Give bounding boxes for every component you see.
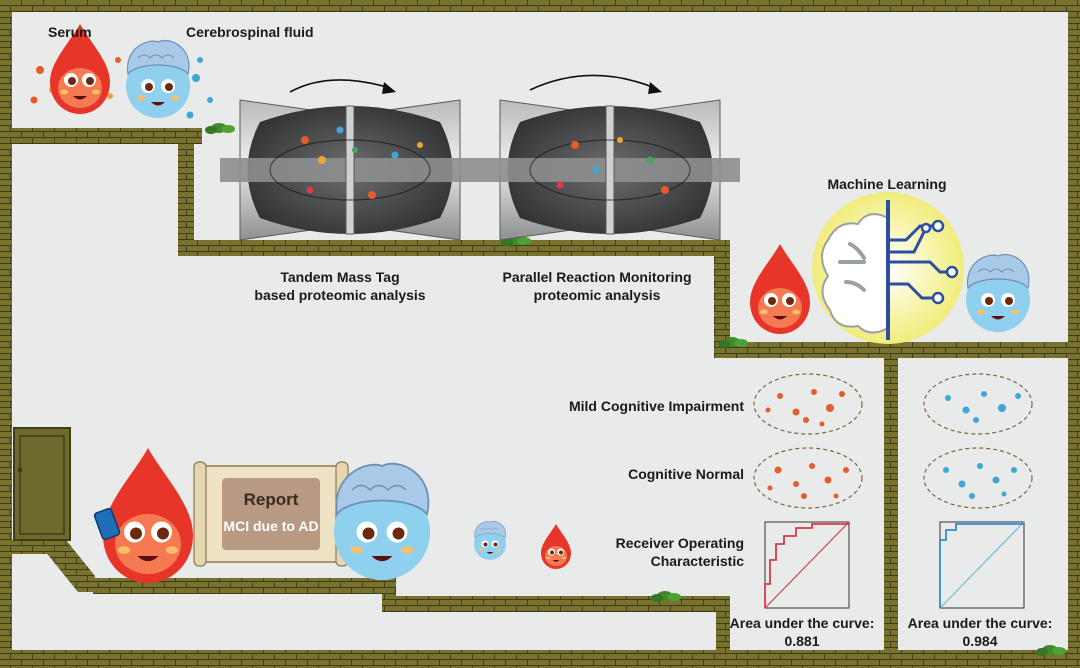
auc-csf-label: Area under the curve: 0.984 (908, 614, 1053, 650)
serum-label: Serum (48, 24, 92, 40)
machine-learning-label: Machine Learning (827, 176, 947, 192)
csf-character-ml (965, 253, 1031, 333)
csf-roc-plot (939, 521, 1025, 609)
prm-label-line-1: Parallel Reaction Monitoring (502, 269, 692, 285)
spectrometer-dots (301, 126, 669, 199)
phone-icon (93, 507, 121, 541)
csf-label: Cerebrospinal fluid (186, 24, 314, 40)
serum-roc-plot (764, 521, 850, 609)
csf-character-report (333, 462, 431, 581)
serum-character-ml (750, 244, 810, 334)
tmt-label-line-2: based proteomic analysis (254, 287, 426, 303)
left-wall (0, 0, 12, 668)
tmt-label-line-1: Tandem Mass Tag (280, 269, 400, 285)
prm-label-line-2: proteomic analysis (533, 287, 661, 303)
door-icon (13, 427, 71, 541)
auc-serum-label: Area under the curve: 0.881 (730, 614, 875, 650)
serum-character-report (103, 448, 193, 583)
roc-label-line-2: Characteristic (650, 553, 744, 569)
roc-label-line-1: Receiver Operating (615, 535, 744, 551)
floor (0, 650, 1080, 668)
brain-circuit-icon (812, 192, 964, 344)
csf-cn-cluster (923, 447, 1033, 509)
report-title: Report (243, 490, 299, 509)
roc-label: Receiver Operating Characteristic (616, 534, 744, 570)
tmt-mass-spectrometer (219, 79, 481, 241)
tmt-label: Tandem Mass Tag based proteomic analysis (254, 268, 425, 304)
ledge-top-left (12, 128, 202, 144)
csf-particles (186, 57, 213, 119)
ramp (44, 530, 95, 592)
ledge-middle (178, 240, 730, 256)
top-wall (0, 0, 1080, 12)
scroll-icon (193, 461, 349, 567)
ledge-drop-2 (714, 240, 730, 346)
serum-mci-cluster (753, 373, 863, 435)
prm-label: Parallel Reaction Monitoring proteomic a… (502, 268, 691, 304)
auc-serum-text: Area under the curve: (729, 615, 875, 631)
cn-label: Cognitive Normal (628, 466, 744, 482)
mci-label: Mild Cognitive Impairment (568, 398, 744, 414)
ledge-drop-4 (716, 596, 730, 656)
serum-cn-cluster (753, 447, 863, 509)
csf-character-top (125, 39, 191, 119)
auc-csf-value: 0.984 (962, 633, 998, 649)
column-divider (884, 358, 898, 650)
serum-character-running (541, 524, 571, 569)
report-text: MCI due to AD (223, 518, 319, 534)
right-wall (1068, 0, 1080, 668)
auc-serum-value: 0.881 (784, 633, 820, 649)
csf-mci-cluster (923, 373, 1033, 435)
ledge-lower-left (93, 578, 393, 594)
ledge-drop-1 (178, 128, 194, 244)
ledge-lower-mid (382, 596, 717, 612)
prm-mass-spectrometer (479, 74, 741, 241)
auc-csf-text: Area under the curve: (907, 615, 1053, 631)
ledge-right (714, 342, 1068, 358)
csf-character-running (473, 520, 507, 561)
